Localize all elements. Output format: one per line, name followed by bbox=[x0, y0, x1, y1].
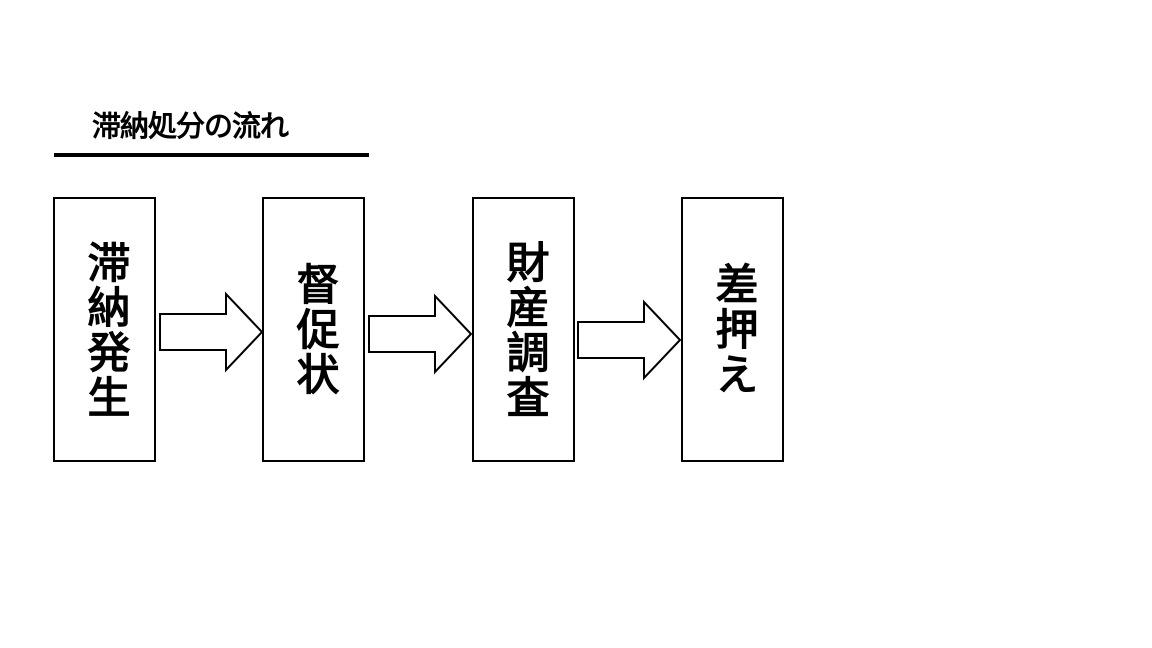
arrow-right-icon bbox=[368, 293, 473, 375]
step-label: 財産調査 bbox=[499, 239, 549, 420]
title-underline bbox=[54, 153, 369, 157]
step-label: 差押え bbox=[708, 262, 758, 397]
arrow-right-icon bbox=[577, 299, 682, 381]
step-box-asset-investigation: 財産調査 bbox=[472, 197, 575, 462]
step-box-delinquency: 滞納発生 bbox=[53, 197, 156, 462]
step-box-demand-notice: 督促状 bbox=[262, 197, 365, 462]
step-label: 督促状 bbox=[289, 262, 339, 397]
step-label: 滞納発生 bbox=[80, 239, 130, 420]
step-box-seizure: 差押え bbox=[681, 197, 784, 462]
diagram-title: 滞納処分の流れ bbox=[92, 109, 289, 143]
arrow-right-icon bbox=[159, 291, 264, 373]
